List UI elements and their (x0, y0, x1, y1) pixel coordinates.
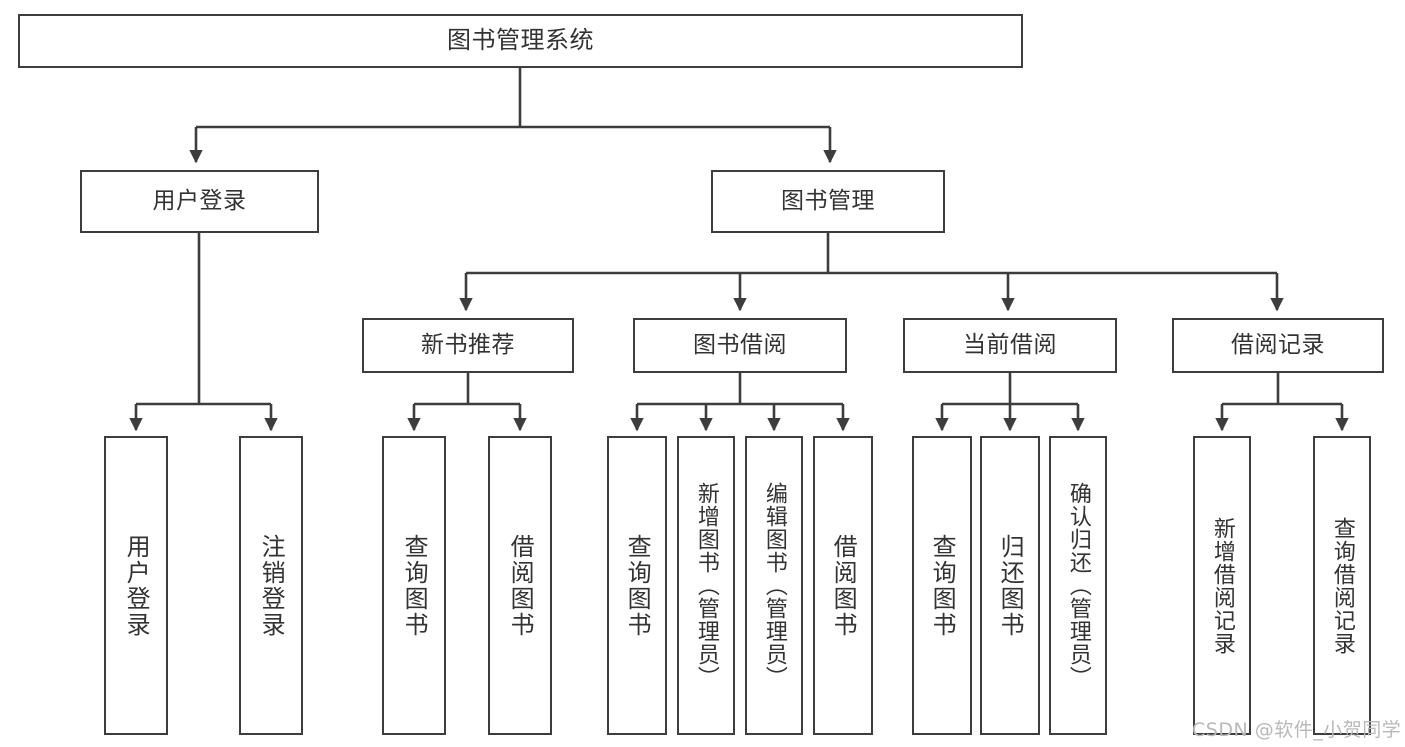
node-leaf-borrow-borrow-book-label: 借阅图书 (829, 533, 858, 638)
node-leaf-rec-query-book-label: 查询图书 (400, 533, 429, 638)
node-leaf-logout[interactable]: 注销登录 (239, 436, 303, 735)
node-root[interactable]: 图书管理系统 (18, 14, 1023, 68)
node-leaf-cur-query-book[interactable]: 查询图书 (912, 436, 972, 735)
node-book-manage[interactable]: 图书管理 (711, 170, 945, 233)
node-leaf-logout-label: 注销登录 (257, 533, 286, 638)
node-book-borrow[interactable]: 图书借阅 (633, 318, 847, 373)
node-leaf-cur-return-book-label: 归还图书 (996, 533, 1025, 638)
node-leaf-borrow-query-book-label: 查询图书 (623, 533, 652, 638)
node-book-manage-label: 图书管理 (781, 188, 875, 215)
node-leaf-query-borrow-record-label: 查询借阅记录 (1329, 516, 1355, 655)
node-leaf-rec-borrow-book[interactable]: 借阅图书 (488, 436, 552, 735)
node-book-borrow-label: 图书借阅 (693, 332, 787, 359)
node-borrow-record-label: 借阅记录 (1231, 332, 1325, 359)
node-leaf-borrow-edit-book-label: 编辑图书（管理员） (761, 482, 787, 689)
node-leaf-borrow-add-book-label: 新增图书（管理员） (693, 482, 719, 689)
node-new-book-recommend-label: 新书推荐 (421, 332, 515, 359)
node-leaf-cur-confirm-return-label: 确认归还（管理员） (1065, 482, 1091, 689)
node-current-borrow[interactable]: 当前借阅 (903, 318, 1117, 373)
node-leaf-borrow-query-book[interactable]: 查询图书 (607, 436, 667, 735)
node-leaf-add-borrow-record[interactable]: 新增借阅记录 (1193, 436, 1251, 735)
node-leaf-borrow-edit-book[interactable]: 编辑图书（管理员） (745, 436, 803, 735)
node-leaf-add-borrow-record-label: 新增借阅记录 (1209, 516, 1235, 655)
node-root-label: 图书管理系统 (447, 26, 594, 55)
node-user-login[interactable]: 用户登录 (80, 170, 319, 233)
node-leaf-login-user-label: 用户登录 (122, 533, 151, 638)
node-borrow-record[interactable]: 借阅记录 (1172, 318, 1384, 373)
node-leaf-cur-return-book[interactable]: 归还图书 (980, 436, 1040, 735)
node-current-borrow-label: 当前借阅 (963, 332, 1057, 359)
node-leaf-cur-confirm-return[interactable]: 确认归还（管理员） (1049, 436, 1107, 735)
csdn-watermark: CSDN @软件_小贺同学 (1192, 719, 1402, 741)
node-leaf-login-user[interactable]: 用户登录 (104, 436, 168, 735)
node-leaf-query-borrow-record[interactable]: 查询借阅记录 (1313, 436, 1371, 735)
node-leaf-rec-query-book[interactable]: 查询图书 (382, 436, 446, 735)
node-new-book-recommend[interactable]: 新书推荐 (362, 318, 574, 373)
node-user-login-label: 用户登录 (152, 188, 247, 215)
node-leaf-borrow-borrow-book[interactable]: 借阅图书 (813, 436, 873, 735)
node-leaf-cur-query-book-label: 查询图书 (928, 533, 957, 638)
node-leaf-borrow-add-book[interactable]: 新增图书（管理员） (677, 436, 735, 735)
node-leaf-rec-borrow-book-label: 借阅图书 (506, 533, 535, 638)
